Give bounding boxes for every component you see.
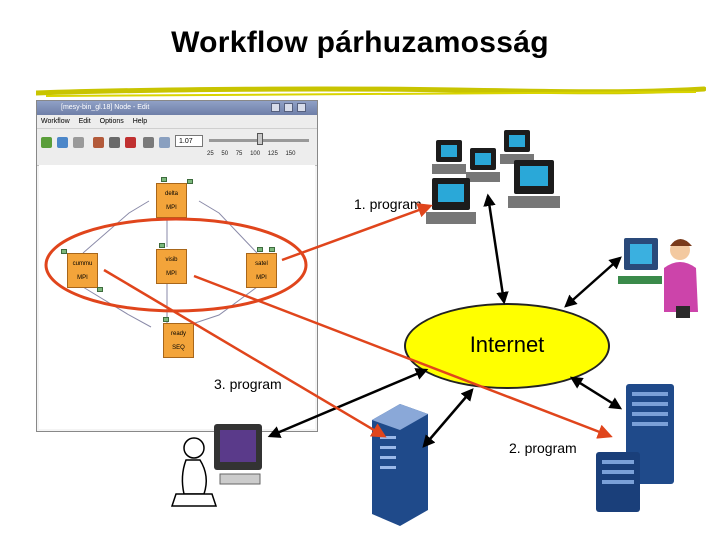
user-at-computer-icon [618,238,698,318]
zoom-tick: 25 [207,151,214,157]
node-type: MPI [77,275,88,281]
program-label-3: 3. program [214,376,282,392]
zoom-tick: 75 [235,151,243,157]
zoom-tick: 50 [221,151,229,157]
internet-label: Internet [469,332,545,357]
person-at-terminal-icon [170,424,262,507]
close-icon[interactable] [297,103,306,112]
node-port[interactable] [257,247,263,252]
server-rack-icon [372,404,428,526]
title-underline [36,86,706,97]
node-type: SEQ [172,345,185,351]
zoom-input[interactable]: 1.07 [175,135,203,147]
menu-help[interactable]: Help [132,118,148,125]
menubar: Workflow Edit Options Help [37,115,317,129]
window-titlebar[interactable]: [mesy-bin_gl.18] Node - Edit [37,101,317,115]
node-type: MPI [256,275,267,281]
node-type: MPI [166,205,177,211]
zoom-ticks: 25 50 75 100 125 150 [207,151,301,157]
program-label-2: 2. program [509,440,577,456]
workflow-node[interactable]: delta MPI [156,183,187,218]
node-port[interactable] [161,177,167,182]
zoom-tick: 125 [267,151,278,157]
node-name: ready [170,331,186,337]
save-icon[interactable] [73,137,84,148]
node-port[interactable] [97,287,103,292]
maximize-icon[interactable] [284,103,293,112]
menu-workflow[interactable]: Workflow [41,118,70,125]
slide-title: Workflow párhuzamosság [171,26,549,59]
workflow-node[interactable]: visib MPI [156,249,187,284]
node-name: cummu [72,261,93,267]
open-icon[interactable] [57,137,68,148]
menu-options[interactable]: Options [99,118,124,125]
zoom-tick: 100 [250,151,261,157]
program-label-1: 1. program [354,196,422,212]
copy-icon[interactable] [109,137,120,148]
zoom-tick: 150 [285,151,296,157]
node-type: MPI [166,271,177,277]
parallel-highlight-ellipse [44,217,308,313]
zoom-slider-thumb[interactable] [257,133,263,145]
node-port[interactable] [163,317,169,322]
delete-icon[interactable] [125,137,136,148]
node-port[interactable] [159,243,165,248]
node-name: visib [165,257,178,263]
node-port[interactable] [61,249,67,254]
workstation-icon [426,130,560,224]
node-name: satel [255,261,268,267]
cut-icon[interactable] [93,137,104,148]
workflow-node[interactable]: cummu MPI [67,253,98,288]
window-title: [mesy-bin_gl.18] Node - Edit [61,104,150,111]
zoom-icon[interactable] [143,137,154,148]
node-port[interactable] [269,247,275,252]
new-icon[interactable] [41,137,52,148]
workflow-node[interactable]: satel MPI [246,253,277,288]
node-port[interactable] [187,179,193,184]
fit-icon[interactable] [159,137,170,148]
menu-edit[interactable]: Edit [78,118,91,125]
minimize-icon[interactable] [271,103,280,112]
node-name: delta [164,191,178,197]
workflow-node[interactable]: ready SEQ [163,323,194,358]
server-rack-icon [596,384,674,512]
